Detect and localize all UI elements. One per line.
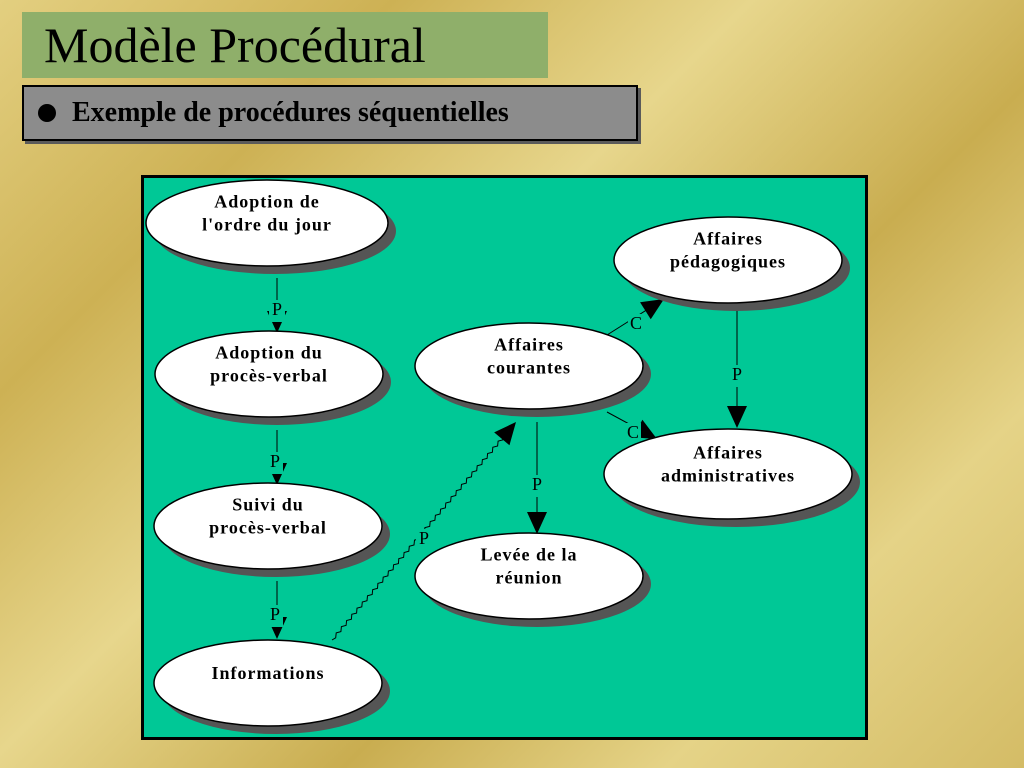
arrowhead-icon bbox=[727, 406, 747, 428]
subtitle-text: Exemple de procédures séquentielles bbox=[72, 97, 509, 128]
node-label: réunion bbox=[495, 568, 562, 588]
node-ordre: Adoption de l'ordre du jour bbox=[145, 179, 396, 274]
node-label: Suivi du bbox=[232, 495, 304, 515]
node-ellipse bbox=[153, 482, 383, 570]
node-admin: Affaires administratives bbox=[603, 428, 860, 527]
node-ellipse bbox=[145, 179, 389, 267]
node-ellipse bbox=[414, 322, 644, 410]
edge-label: C bbox=[627, 422, 639, 442]
arrowhead-icon bbox=[494, 422, 516, 446]
edge-label: P bbox=[732, 364, 742, 384]
edge-info-to-courantes: P bbox=[331, 422, 516, 641]
node-label: procès-verbal bbox=[209, 518, 327, 538]
node-ellipse bbox=[603, 428, 853, 520]
edge-courantes-to-levee: P bbox=[527, 422, 547, 534]
edge-label: P bbox=[419, 528, 429, 548]
node-ellipse bbox=[154, 330, 384, 418]
node-label: Affaires bbox=[693, 443, 763, 463]
node-ellipse bbox=[153, 639, 383, 727]
edge-label: P bbox=[272, 299, 282, 319]
node-label: procès-verbal bbox=[210, 366, 328, 386]
node-label: Affaires bbox=[693, 229, 763, 249]
edge-ordre-to-pv: P bbox=[267, 278, 287, 333]
edge-label-bg bbox=[269, 300, 285, 322]
subtitle-box: Exemple de procédures séquentielles bbox=[22, 85, 638, 141]
edge-suivi-to-info: P bbox=[267, 581, 287, 639]
edge-label-bg bbox=[628, 314, 644, 336]
node-courantes: Affaires courantes bbox=[414, 322, 651, 417]
node-label: Levée de la bbox=[481, 545, 578, 565]
edge-peda-to-admin: P bbox=[727, 309, 747, 428]
node-label: Affaires bbox=[494, 335, 564, 355]
edge-label-bg bbox=[729, 365, 745, 387]
node-ellipse bbox=[613, 216, 843, 304]
edge-label-bg bbox=[529, 475, 545, 497]
node-suivi: Suivi du procès-verbal bbox=[153, 482, 390, 577]
node-label: administratives bbox=[661, 466, 795, 486]
node-label: Informations bbox=[211, 663, 324, 683]
node-label: Adoption de bbox=[214, 192, 320, 212]
edges-layer: P P P P P C C P bbox=[267, 278, 747, 641]
node-levee: Levée de la réunion bbox=[414, 532, 651, 627]
edge-label-bg bbox=[416, 529, 432, 551]
bullet-icon bbox=[38, 104, 56, 122]
node-pv: Adoption du procès-verbal bbox=[154, 330, 391, 425]
edge-label-bg bbox=[267, 605, 283, 627]
edge-courantes-to-peda: C bbox=[606, 299, 664, 336]
node-label: l'ordre du jour bbox=[202, 215, 332, 235]
node-label: Adoption du bbox=[215, 343, 323, 363]
node-label: pédagogiques bbox=[670, 252, 786, 272]
edge-pv-to-suivi: P bbox=[267, 430, 287, 485]
node-label: courantes bbox=[487, 358, 571, 378]
edge-label: P bbox=[532, 474, 542, 494]
node-info: Informations bbox=[153, 639, 390, 734]
arrowhead-icon bbox=[640, 299, 664, 320]
edge-label-bg bbox=[267, 452, 283, 474]
edge-label: P bbox=[270, 451, 280, 471]
slide-title: Modèle Procédural bbox=[22, 12, 548, 78]
edge-courantes-to-admin: C bbox=[606, 411, 657, 445]
edge-label-bg bbox=[625, 423, 641, 445]
node-peda: Affaires pédagogiques bbox=[613, 216, 850, 311]
edge-label: P bbox=[270, 604, 280, 624]
edge-label: C bbox=[630, 313, 642, 333]
arrowhead-icon bbox=[527, 512, 547, 534]
node-ellipse bbox=[414, 532, 644, 620]
